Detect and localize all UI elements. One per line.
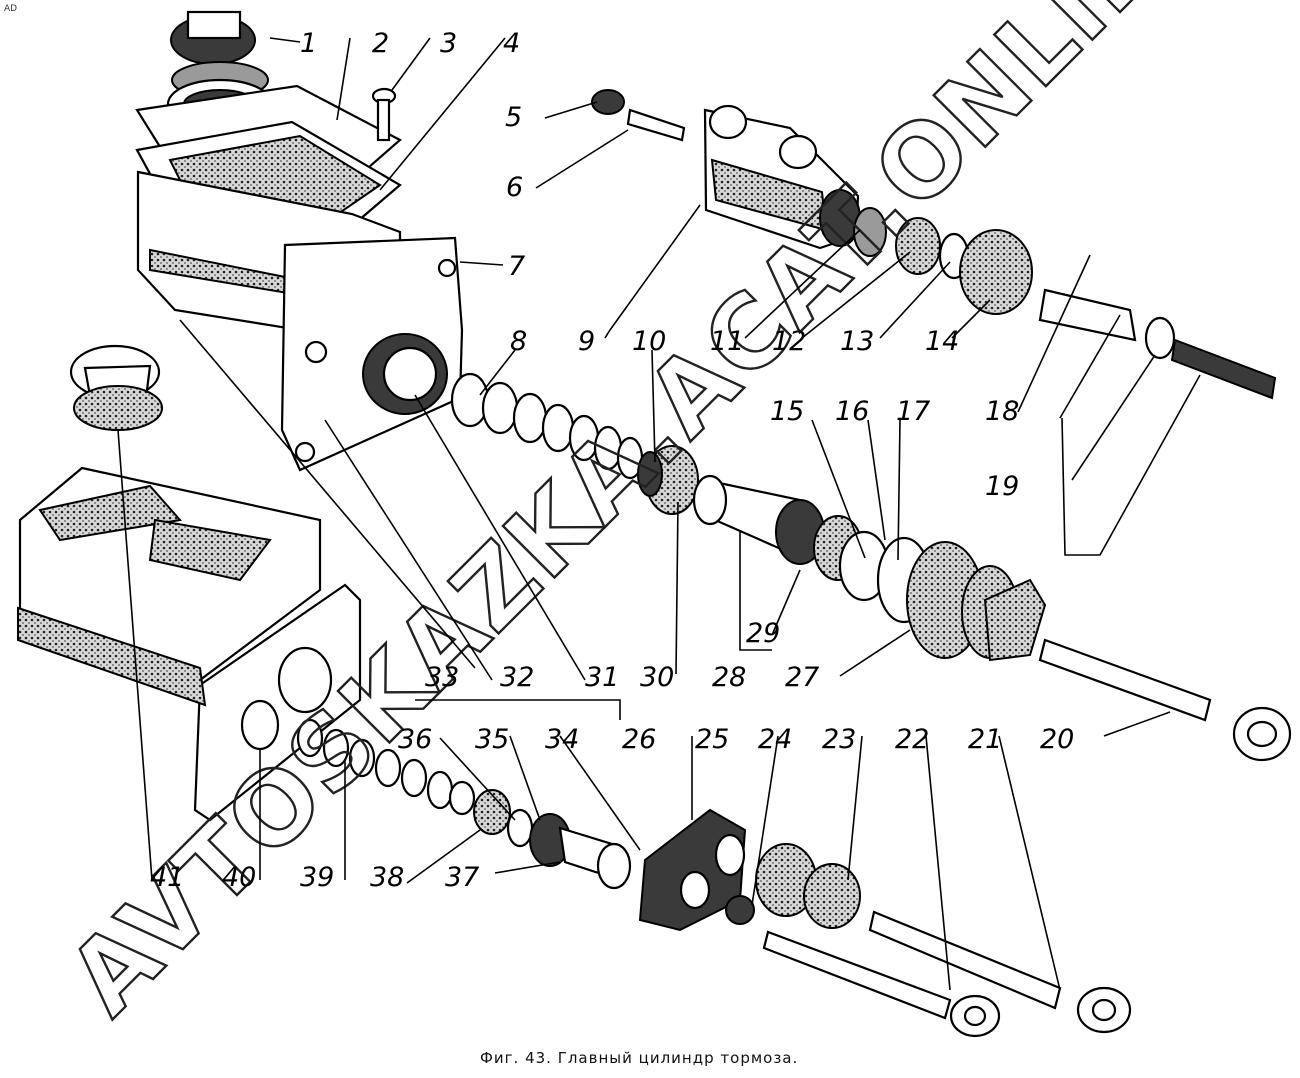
check-valve — [637, 445, 699, 515]
callout-5: 5 — [505, 102, 522, 133]
corner-mark: AD — [4, 4, 17, 14]
master-cylinder-body — [136, 170, 464, 472]
callout-4: 4 — [503, 28, 520, 59]
lower-filler-cap — [69, 344, 163, 431]
adjusting-bolt — [1038, 288, 1277, 400]
callout-labels: 1 2 3 4 5 6 7 8 9 10 11 12 13 14 15 16 1… — [150, 28, 1074, 893]
callout-15: 15 — [770, 396, 804, 427]
callout-16: 16 — [835, 396, 869, 427]
lower-spring — [296, 718, 476, 816]
callout-11: 11 — [710, 326, 744, 357]
callout-19: 19 — [985, 471, 1019, 502]
leader-lines — [117, 37, 1201, 991]
secondary-cylinder — [703, 104, 861, 250]
callout-21: 21 — [968, 724, 1002, 755]
callout-33: 33 — [425, 662, 459, 693]
callout-29: 29 — [746, 618, 780, 649]
callout-26: 26 — [622, 724, 656, 755]
callout-37: 37 — [445, 862, 479, 893]
cover-bolt — [371, 87, 397, 142]
callout-34: 34 — [545, 724, 579, 755]
callout-18: 18 — [985, 396, 1019, 427]
lower-push-rods — [762, 910, 1132, 1038]
callout-9: 9 — [578, 326, 595, 357]
upper-seals — [853, 207, 1033, 315]
callout-10: 10 — [632, 326, 666, 357]
callout-17: 17 — [896, 396, 930, 427]
mounting-flange — [638, 808, 747, 932]
callout-36: 36 — [398, 724, 432, 755]
figure-caption: Фиг. 43. Главный цилиндр тормоза. — [480, 1049, 798, 1067]
callout-13: 13 — [840, 326, 874, 357]
callout-1: 1 — [300, 28, 317, 59]
callout-24: 24 — [758, 724, 792, 755]
reservoir-cover — [135, 84, 402, 234]
callout-27: 27 — [785, 662, 819, 693]
callout-12: 12 — [772, 326, 806, 357]
callout-39: 39 — [300, 862, 334, 893]
callout-23: 23 — [822, 724, 856, 755]
callout-31: 31 — [585, 662, 619, 693]
callout-2: 2 — [372, 28, 389, 59]
callout-38: 38 — [370, 862, 404, 893]
callout-22: 22 — [895, 724, 929, 755]
callout-35: 35 — [475, 724, 509, 755]
main-piston — [692, 474, 932, 624]
bleeder-fittings — [591, 89, 686, 142]
callout-28: 28 — [712, 662, 746, 693]
callout-25: 25 — [695, 724, 729, 755]
callout-30: 30 — [640, 662, 674, 693]
part-illustrations — [17, 10, 1292, 1038]
callout-20: 20 — [1040, 724, 1074, 755]
callout-32: 32 — [500, 662, 534, 693]
callout-40: 40 — [222, 862, 256, 893]
callout-14: 14 — [925, 326, 959, 357]
dust-boot — [906, 541, 1047, 662]
callout-3: 3 — [440, 28, 457, 59]
push-rod — [1038, 638, 1292, 762]
callout-8: 8 — [510, 326, 527, 357]
lower-boot-and-nut — [725, 843, 861, 929]
lower-cylinder-body — [17, 466, 362, 822]
callout-6: 6 — [506, 172, 523, 203]
callout-41: 41 — [150, 862, 184, 893]
piston-spring — [450, 372, 644, 480]
callout-7: 7 — [508, 251, 525, 282]
